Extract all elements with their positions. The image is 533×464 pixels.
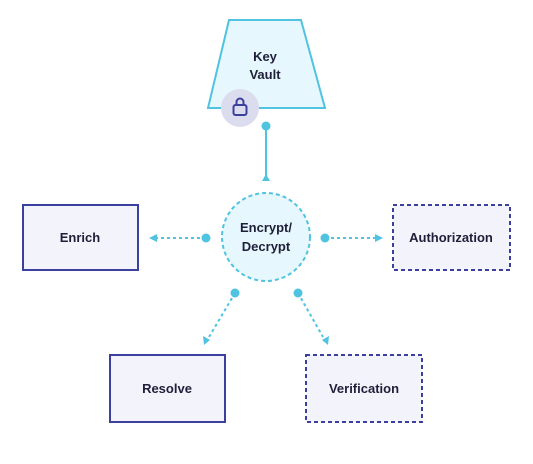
key-vault-label-line2: Vault — [249, 67, 281, 82]
connector-arrow — [375, 234, 383, 242]
connector-vault-center — [261, 121, 271, 181]
connector-arrow — [322, 336, 329, 345]
connector-arrow — [203, 336, 210, 345]
authorization-box — [392, 204, 511, 271]
encrypt-decrypt-label-line2: Decrypt — [242, 239, 291, 254]
authorization-node[interactable]: Authorization — [392, 204, 511, 271]
enrich-box — [22, 204, 139, 271]
key-vault-node[interactable]: Key Vault — [206, 19, 327, 109]
lock-body — [232, 104, 248, 116]
encrypt-decrypt-label-line1: Encrypt/ — [240, 220, 292, 235]
resolve-label: Resolve — [142, 381, 192, 396]
connector-arrow — [262, 174, 270, 181]
enrich-node[interactable]: Enrich — [22, 204, 139, 271]
key-vault-label-line1: Key — [253, 49, 278, 64]
verification-box — [305, 354, 423, 423]
resolve-node[interactable]: Resolve — [109, 354, 226, 423]
encrypt-decrypt-circle — [221, 192, 311, 282]
key-vault-shape — [206, 19, 327, 109]
resolve-box — [109, 354, 226, 423]
verification-node[interactable]: Verification — [305, 354, 423, 423]
connector-line — [208, 292, 236, 338]
encrypt-decrypt-node[interactable]: Encrypt/ Decrypt — [221, 192, 311, 282]
connector-line — [297, 292, 324, 338]
connector-center-resolve — [203, 288, 240, 345]
connector-center-verification — [293, 288, 329, 345]
connector-center-authorization — [320, 233, 383, 243]
lock-shackle — [235, 97, 245, 105]
lock-badge — [221, 89, 259, 127]
connector-center-enrich — [149, 233, 211, 243]
authorization-label: Authorization — [409, 230, 493, 245]
lock-icon — [221, 89, 259, 127]
enrich-label: Enrich — [60, 230, 101, 245]
connector-arrow — [149, 234, 157, 242]
verification-label: Verification — [329, 381, 399, 396]
